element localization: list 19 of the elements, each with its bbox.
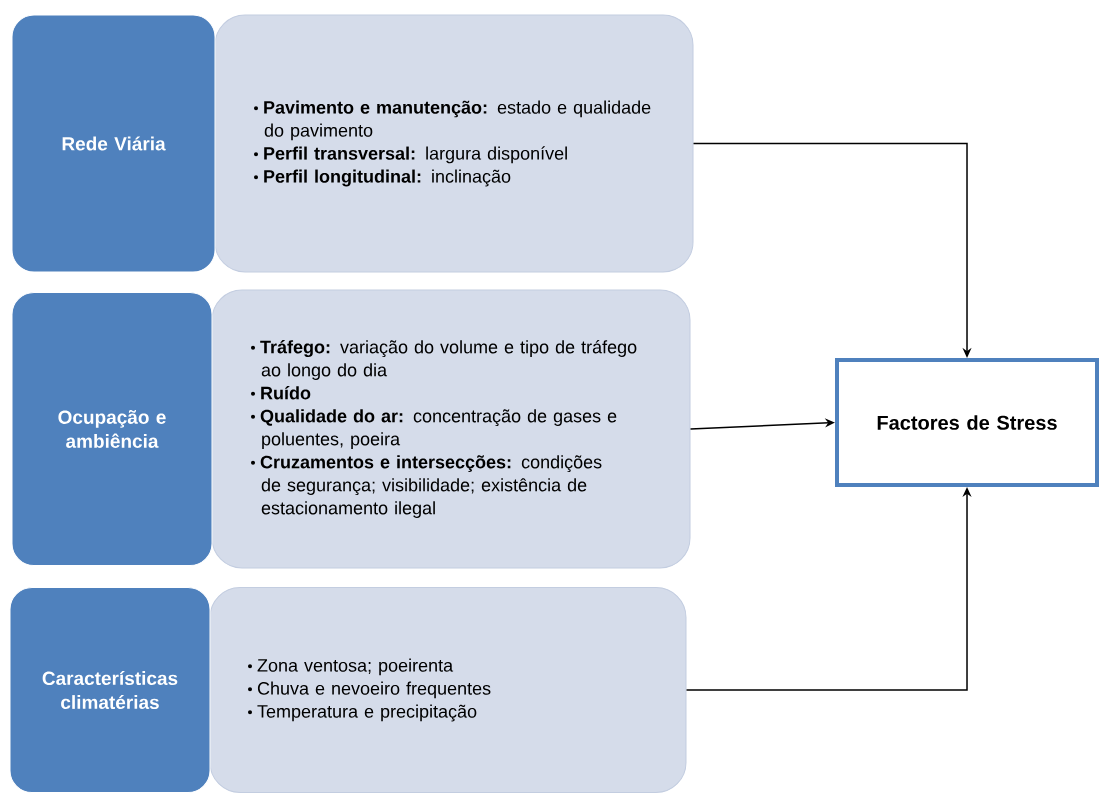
list-panel [209,587,687,793]
list-item: Cruzamentos e intersecções: condições de segurança; visibilidade; existência de estacionamento ilegal [260,455,602,518]
result-box [835,358,1099,487]
result-label: Factores de Stress [877,415,1057,430]
list-panel [211,289,691,569]
list-item: Chuva e nevoeiro frequentes [257,681,491,699]
category-box [11,14,216,273]
category-label: Características climatérias [42,670,178,710]
list-panel [214,14,694,273]
category-box [11,292,213,566]
category-label: Rede Viária [62,136,166,151]
list-item: Temperatura e precipitação [257,704,477,722]
category-box [9,587,211,793]
list-item: Zona ventosa; poeirenta [257,658,454,676]
list-item: Perfil transversal: largura disponível [264,146,567,164]
list-item: Tráfego: variação do volume e tipo de tráfego ao longo do dia [260,340,637,380]
list-item: Ruído [261,386,311,400]
category-label: Ocupação e ambiência [58,410,166,448]
list-item: Perfil longitudinal: inclinação [264,169,511,187]
